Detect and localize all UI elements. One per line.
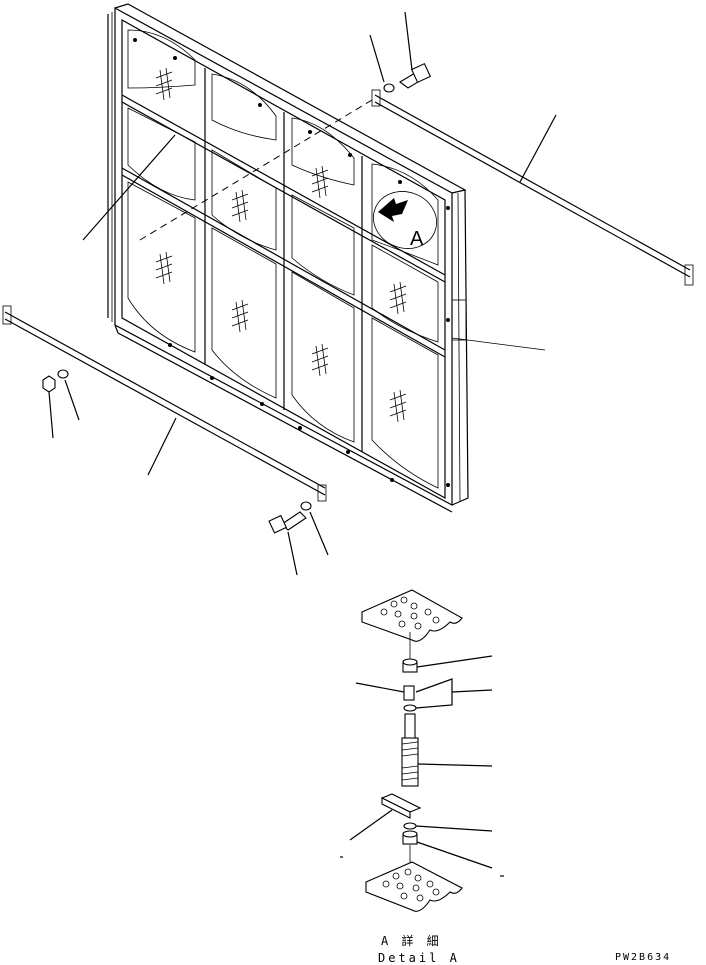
top-washer — [369, 34, 395, 93]
lower-collar — [402, 830, 493, 869]
bottom-bolt — [268, 511, 307, 576]
upper-tie-rod — [371, 89, 694, 286]
detail-a — [340, 589, 504, 912]
bottom-mesh-plate — [365, 861, 463, 912]
clip — [355, 678, 493, 709]
grille-frame-assembly: A — [107, 3, 546, 513]
collar — [402, 655, 493, 673]
top-mesh-plate — [361, 589, 463, 665]
top-bolt — [399, 11, 432, 89]
bottom-washer — [300, 501, 329, 556]
rubber-block — [349, 793, 422, 841]
lower-tie-rod — [2, 305, 327, 502]
arrow-icon — [378, 198, 408, 222]
left-nut — [42, 375, 56, 439]
pin-spring — [401, 713, 493, 787]
detail-washer — [403, 704, 417, 712]
detail-caption-jp: A 詳 細 — [381, 933, 442, 948]
lower-washer — [403, 822, 417, 830]
drawing-number: PW2B634 — [615, 952, 671, 963]
callout-letter: A — [410, 228, 424, 250]
detail-caption-en: Detail A — [378, 951, 460, 965]
left-washer — [57, 369, 80, 421]
